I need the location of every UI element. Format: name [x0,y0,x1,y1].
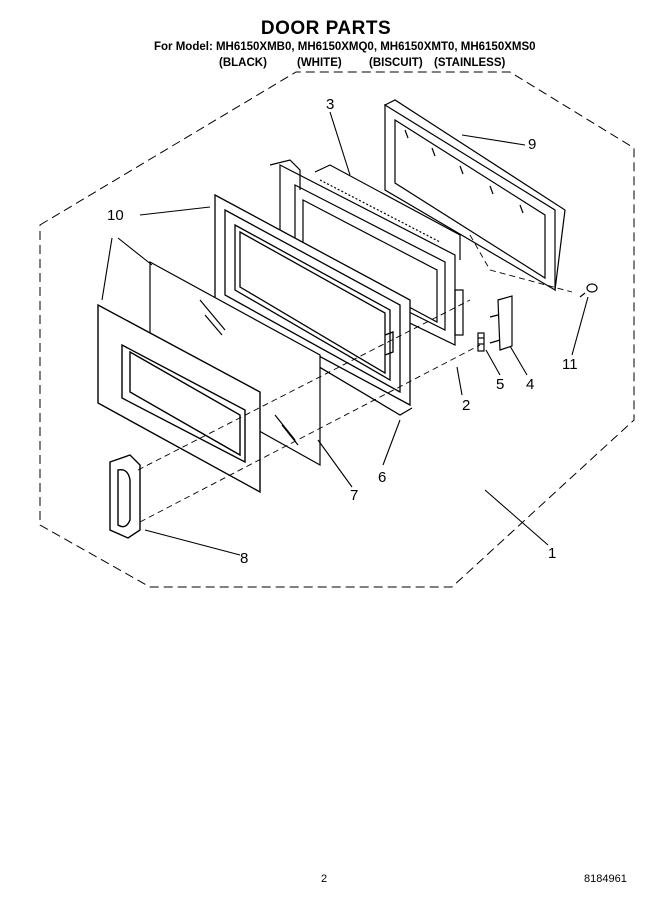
callout-8: 8 [240,550,248,567]
color-white: (WHITE) [297,57,342,69]
part-10-front-door [97,303,261,494]
callout-11: 11 [562,356,578,373]
part-11-screw [579,283,598,298]
callout-5: 5 [496,376,504,393]
alignment-lines [137,234,573,523]
leader-lines [101,111,589,556]
callout-4: 4 [526,376,534,393]
color-black: (BLACK) [219,57,267,69]
part-6-door-frame [214,193,413,416]
model-list: For Model: MH6150XMB0, MH6150XMQ0, MH615… [154,41,536,53]
part-4-latch [489,295,513,351]
callout-1: 1 [548,545,556,562]
color-biscuit: (BISCUIT) [369,57,423,69]
callout-6: 6 [378,469,386,486]
part-9-choke-frame [384,99,566,292]
callout-7: 7 [350,487,358,504]
callout-9: 9 [528,136,536,153]
page-title: DOOR PARTS [260,18,392,39]
part-5-spring [477,332,485,352]
document-number: 8184961 [584,873,627,885]
page-number: 2 [321,873,328,885]
callout-2: 2 [462,397,470,414]
callout-3: 3 [326,96,334,113]
part-3-inner-door [269,159,464,346]
color-stainless: (STAINLESS) [434,57,506,69]
part-8-handle [109,454,141,539]
callout-10: 10 [107,207,124,224]
assembly-boundary [39,71,635,588]
